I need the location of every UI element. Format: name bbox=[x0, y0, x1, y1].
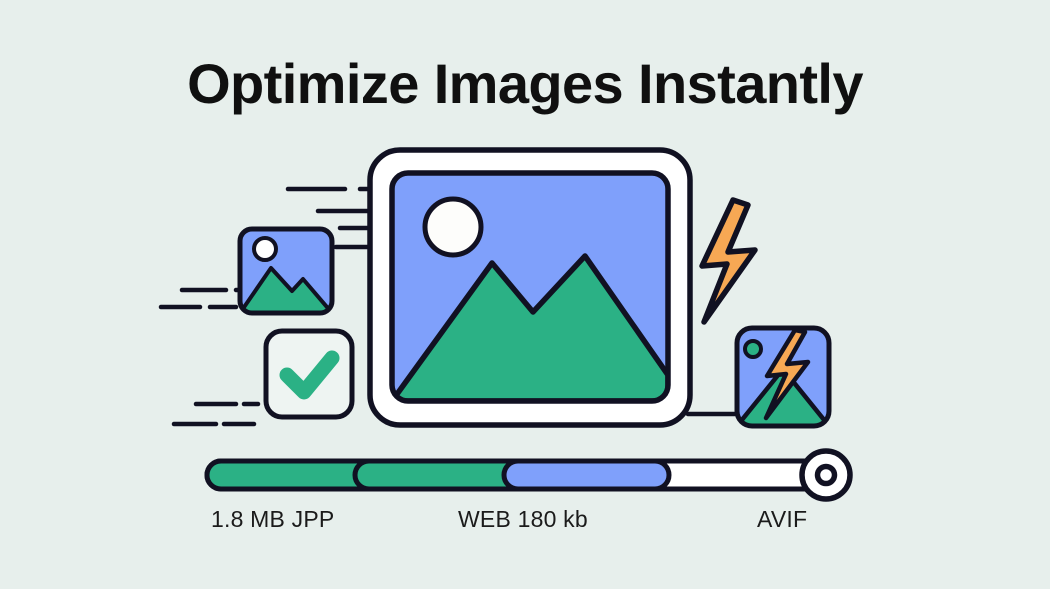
slider-label-original: 1.8 MB JPP bbox=[211, 506, 335, 532]
page-title: Optimize Images Instantly bbox=[187, 52, 863, 115]
check-icon bbox=[279, 350, 340, 400]
optimized-image-thumbnail[interactable] bbox=[734, 325, 832, 429]
thumbnail-sun-icon-right bbox=[743, 339, 763, 359]
slider-segment-nextgen bbox=[504, 461, 669, 489]
slider-knob[interactable] bbox=[799, 448, 853, 502]
slider-segment-original bbox=[207, 461, 370, 489]
slider-segment-web bbox=[370, 461, 518, 489]
slider-label-web: WEB 180 kb bbox=[458, 506, 588, 532]
thumbnail-bolt-icon bbox=[763, 328, 811, 421]
main-mountain-shape bbox=[392, 253, 668, 401]
speed-bolt-icon bbox=[699, 197, 758, 325]
source-image-thumbnail[interactable] bbox=[237, 226, 335, 316]
main-sun-icon bbox=[422, 196, 484, 258]
slider-label-avif: AVIF bbox=[757, 506, 808, 532]
thumbnail-sun-icon bbox=[252, 236, 278, 262]
main-image-preview[interactable] bbox=[367, 147, 693, 428]
compression-progress-slider[interactable] bbox=[204, 448, 853, 502]
thumbnail-mountain-shape bbox=[240, 266, 332, 313]
success-check-badge[interactable] bbox=[263, 328, 355, 420]
